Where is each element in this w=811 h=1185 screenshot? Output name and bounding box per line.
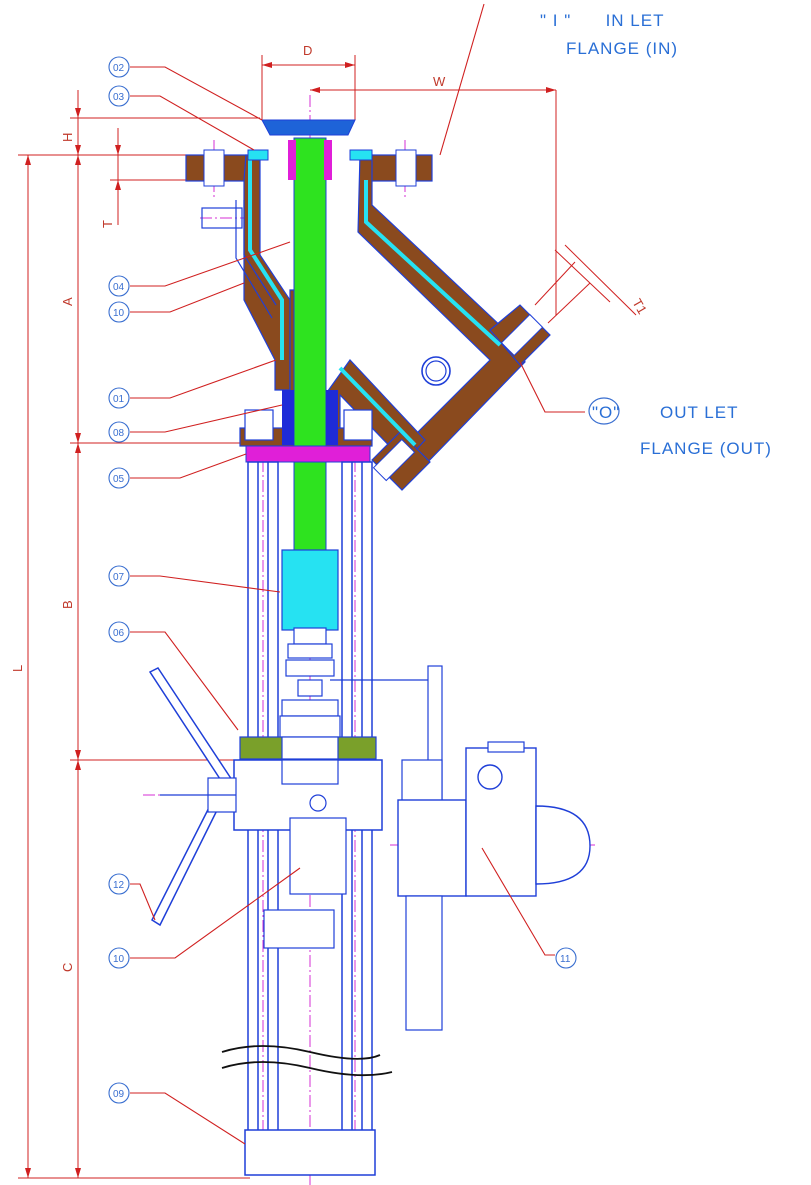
- dimension-arrows: [25, 62, 556, 1178]
- leader-lines: [130, 3, 585, 1145]
- break-line-lower: [221, 1061, 393, 1077]
- part-label-04: 04: [113, 282, 125, 293]
- part-label-11: 11: [560, 954, 571, 965]
- break-line-upper: [221, 1045, 381, 1060]
- dimension-lines: [18, 55, 637, 1179]
- dim-label-T: T: [100, 220, 115, 228]
- yoke-center: [281, 736, 339, 760]
- part-label-10-upper: 10: [113, 308, 125, 319]
- solenoid-coil: [263, 909, 335, 949]
- part-label-02: 02: [113, 63, 125, 74]
- part-label-05: 05: [113, 474, 125, 485]
- gland-bolt-right: [343, 409, 373, 441]
- gland-bolt-left: [244, 409, 274, 441]
- packing-right: [326, 390, 338, 445]
- outlet-tag-bubble: [588, 397, 620, 425]
- indicator-dome: [535, 805, 591, 885]
- part-label-12: 12: [113, 880, 125, 891]
- top-cap: [261, 119, 356, 136]
- switch-lid: [487, 741, 525, 753]
- dim-label-A: A: [60, 297, 75, 306]
- switch-box: [465, 747, 537, 897]
- dim-label-W: W: [433, 74, 446, 89]
- switch-bracket: [397, 799, 467, 897]
- dim-label-L: L: [10, 665, 25, 672]
- jacket-outline: [201, 200, 277, 319]
- outlet-tag: "O": [592, 403, 620, 422]
- stem-top-seal: [288, 140, 296, 180]
- part-label-06: 06: [113, 628, 125, 639]
- dim-label-H: H: [60, 133, 75, 142]
- cylinder-base: [244, 1129, 376, 1176]
- centerlines: [143, 95, 595, 1185]
- part-label-08: 08: [113, 428, 125, 439]
- stem-top-seal-right: [324, 140, 332, 180]
- dim-label-B: B: [60, 600, 75, 609]
- part-label-03: 03: [113, 92, 125, 103]
- outlet-callout-line2: FLANGE (OUT): [640, 439, 772, 458]
- part-label-10-lower: 10: [113, 954, 125, 965]
- stem-coupling: [281, 549, 339, 631]
- part-label-07: 07: [113, 572, 125, 583]
- heating-jacket: [248, 160, 502, 447]
- dim-label-C: C: [60, 963, 75, 972]
- outlet-callout-line1: OUT LET: [660, 403, 738, 422]
- dim-label-D: D: [303, 43, 312, 58]
- lower-guide-rod: [405, 895, 443, 1031]
- part-label-01: 01: [113, 394, 125, 405]
- cap-flanges: [247, 149, 373, 161]
- coupling-nuts: [279, 643, 341, 739]
- part-bubbles: [108, 56, 577, 1104]
- dim-label-T1: T1: [629, 296, 650, 317]
- gauge-small: [309, 794, 327, 812]
- inlet-callout-line1: " I " IN LET: [540, 11, 664, 30]
- inlet-callout-line2: FLANGE (IN): [566, 39, 678, 58]
- gland-flange: [245, 445, 371, 463]
- solenoid-block: [289, 817, 347, 895]
- switch-gland: [477, 764, 503, 790]
- coupling-lower: [293, 627, 327, 645]
- valve-stem: [293, 137, 327, 551]
- packing-left: [282, 390, 294, 445]
- part-label-09: 09: [113, 1089, 125, 1100]
- actuator-neck: [281, 759, 339, 785]
- observation-port-inner: [425, 360, 447, 382]
